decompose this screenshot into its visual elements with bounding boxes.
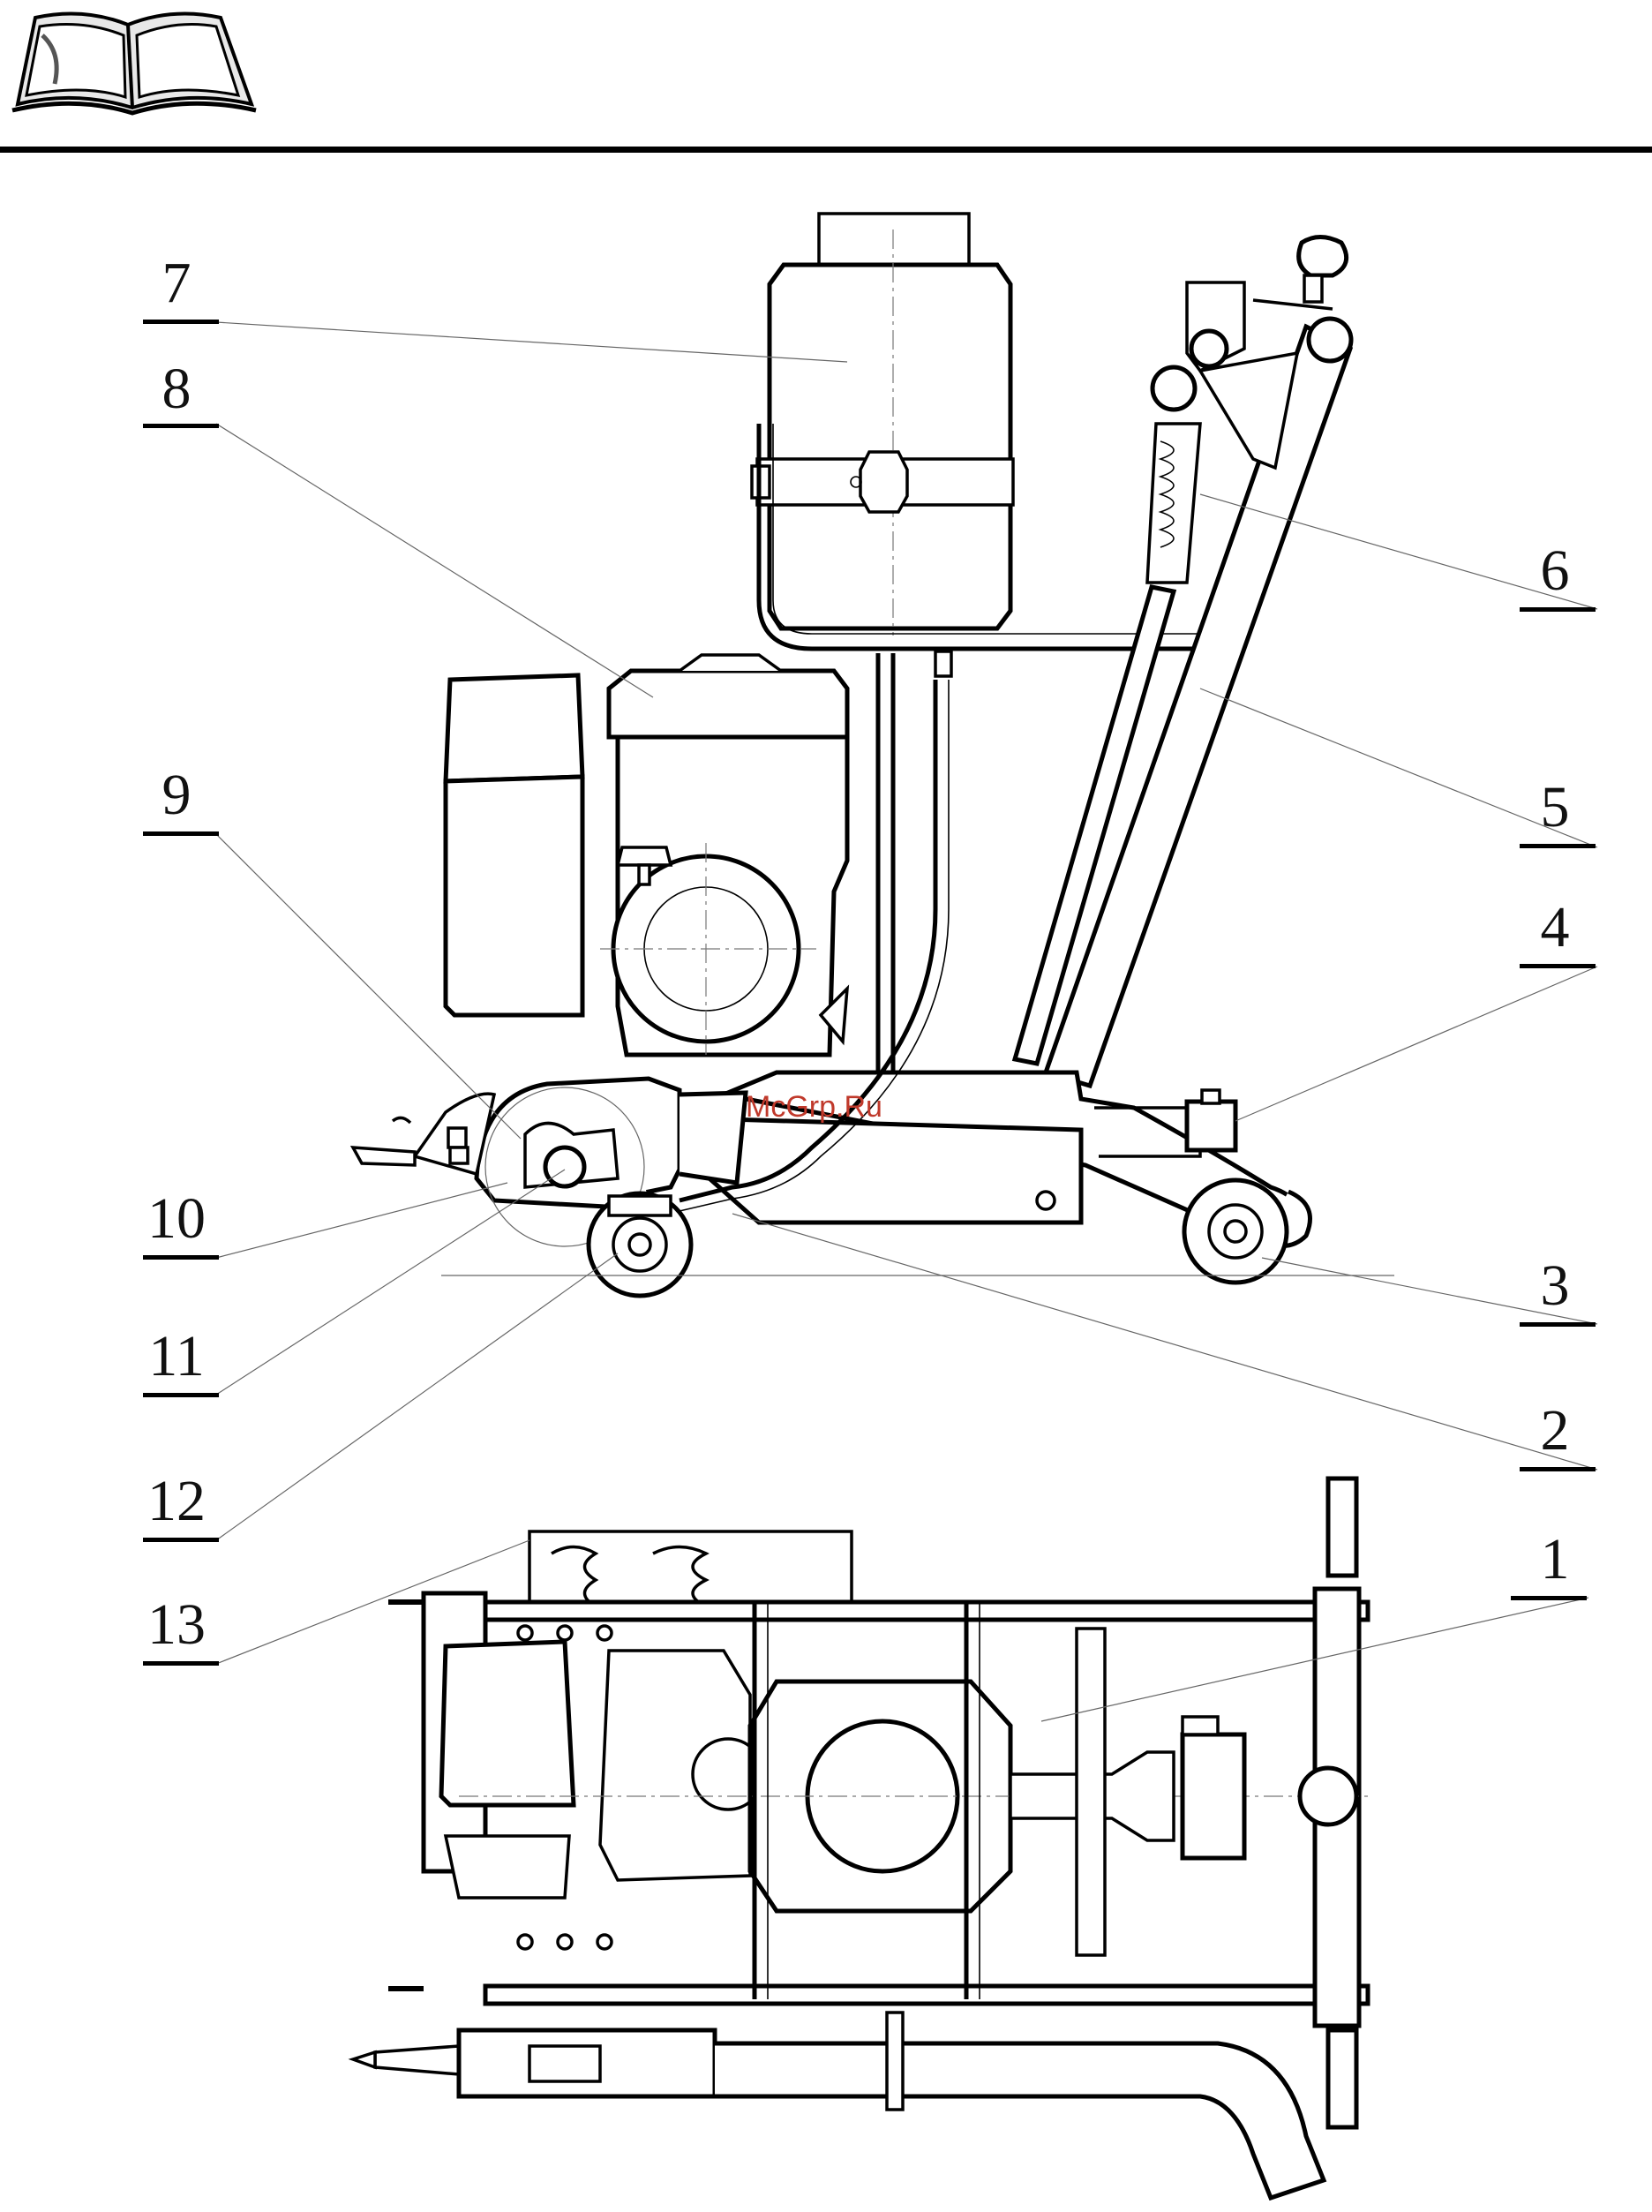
callout-12: 12	[147, 1469, 206, 1533]
callout-10: 10	[147, 1186, 206, 1251]
top-view	[353, 1478, 1368, 2198]
watermark-text: McGrp.Ru	[746, 1090, 882, 1124]
callout-8: 8	[162, 357, 191, 421]
callout-6: 6	[1541, 538, 1570, 603]
front-wheel	[589, 1193, 691, 1296]
callout-1: 1	[1541, 1527, 1570, 1591]
callout-5: 5	[1541, 775, 1570, 839]
callout-11: 11	[148, 1324, 205, 1388]
callout-9: 9	[162, 763, 191, 827]
open-book-icon	[12, 14, 256, 114]
water-tank	[752, 214, 1013, 636]
rear-wheel	[1184, 1180, 1287, 1283]
engine	[446, 655, 847, 1055]
callout-7: 7	[162, 251, 191, 315]
callout-4: 4	[1541, 895, 1570, 959]
callout-13: 13	[147, 1592, 206, 1657]
header-rule	[0, 147, 1652, 153]
callout-3: 3	[1541, 1253, 1570, 1318]
callout-2: 2	[1541, 1398, 1570, 1463]
